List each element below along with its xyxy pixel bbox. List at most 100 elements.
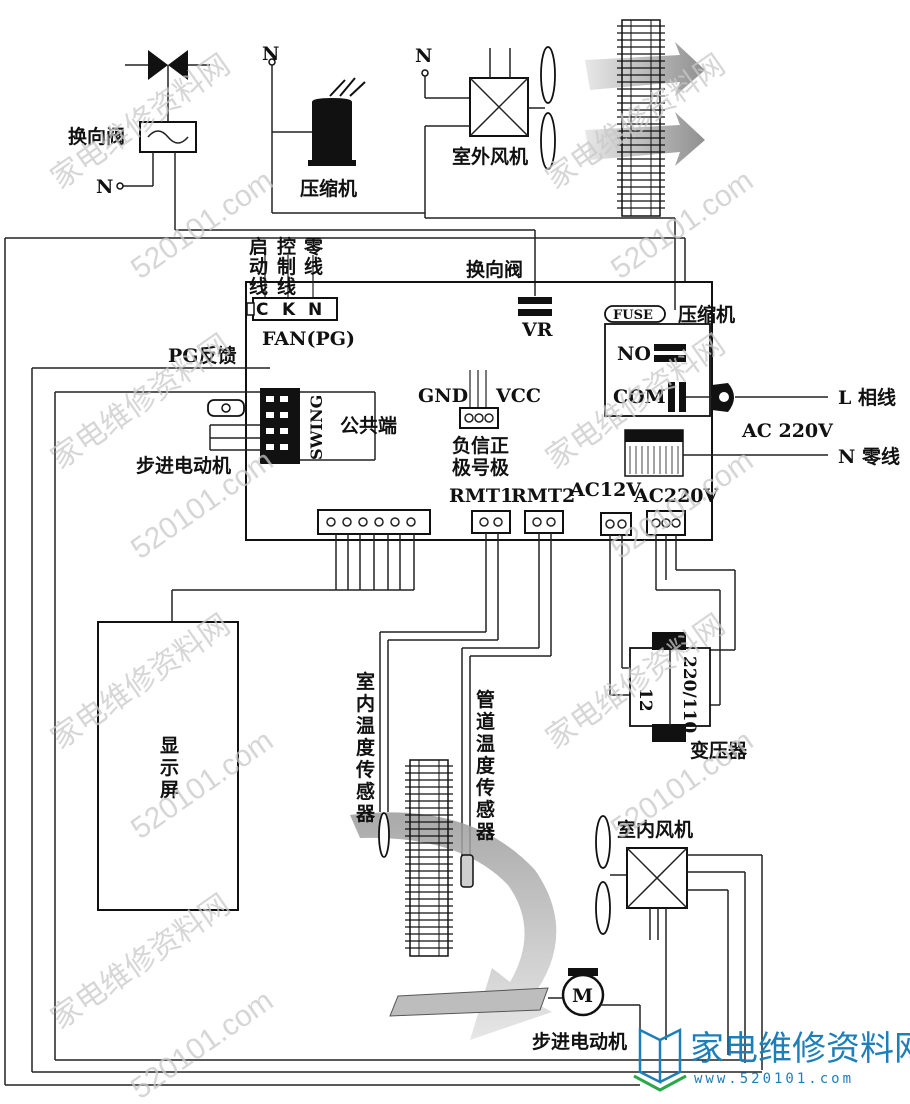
n-zero-label: N 零线: [838, 445, 900, 468]
compressor-top: [268, 58, 425, 214]
vr-label: VR: [521, 319, 553, 341]
fan-terminal-n: N: [308, 300, 322, 320]
fan-terminal-k: K: [282, 300, 296, 320]
vr-relay: [518, 297, 552, 316]
stepper-motor-bottom: [548, 968, 641, 1030]
fuse-label: FUSE: [613, 308, 653, 323]
indoor-sensor-char-7: 器: [355, 803, 376, 825]
transformer-220-label: 220/110: [679, 656, 699, 733]
watermark-url-7: 520101.com: [125, 984, 279, 1104]
indoor-evaporator-coil: [405, 759, 453, 957]
zero-wire-label-2: 线: [304, 255, 323, 278]
indoor-sensor-char-4: 度: [356, 736, 376, 759]
watermark-url-2: 520101.com: [605, 164, 759, 286]
rmt1-connector: [379, 510, 511, 812]
site-logo: 家电维修资料网 www.520101.com: [633, 1027, 910, 1092]
louver: [389, 987, 549, 1017]
motor-m-label: M: [572, 985, 593, 1007]
indoor-temp-sensor: [378, 812, 390, 858]
reversing-valve-board-label: 换向阀: [466, 258, 523, 281]
start-wire-label-2: 动: [249, 256, 268, 278]
fan-terminal-c: C: [256, 300, 268, 320]
indoor-fan: [595, 815, 763, 1070]
indoor-sensor-char-6: 感: [356, 780, 375, 803]
display-label-2: 示: [160, 757, 179, 779]
indoor-fan-label: 室内风机: [617, 818, 693, 841]
pipe-sensor-char-3: 温: [476, 733, 495, 755]
display-connector: [171, 509, 431, 622]
transformer-12-label: 12: [635, 688, 655, 712]
pipe-sensor-char-2: 道: [476, 710, 495, 733]
watermark-cn-1: 家电维修资料网: [45, 48, 236, 195]
reversing-valve-top: [116, 50, 210, 230]
common-terminal-label: 公共端: [340, 414, 397, 437]
indoor-airflow-arrow: [350, 812, 557, 1040]
compressor-relay-block: [604, 305, 718, 417]
n-terminal-right-label: N: [415, 45, 432, 67]
control-wire-label-3: 线: [277, 275, 296, 298]
neg-sig-pos-label-1: 负信正: [452, 434, 509, 457]
neg-sig-pos-label-2: 极号极: [452, 456, 510, 479]
n-terminal-mid-label: N: [262, 43, 279, 65]
watermarks: 家电维修资料网 520101.com 家电维修资料网 520101.com 家电…: [45, 48, 759, 1104]
logo-url: www.520101.com: [694, 1071, 854, 1087]
pipe-sensor-char-4: 度: [476, 754, 496, 777]
rmt2-label: RMT2: [511, 485, 575, 507]
indoor-sensor-char-1: 室: [356, 670, 375, 693]
ac-connectors: [600, 510, 736, 706]
outdoor-airflow-arrows: [585, 42, 705, 166]
control-board: [245, 281, 713, 541]
top-wiring: [4, 217, 686, 1086]
vcc-label: VCC: [495, 385, 541, 407]
zero-wire-label-1: 零: [303, 236, 324, 258]
transformer: [629, 632, 711, 742]
compressor-top-label: 压缩机: [300, 177, 357, 200]
no-contact-label: NO: [617, 343, 651, 365]
fan-pg-label: FAN(PG): [262, 328, 355, 350]
ac-220v-label: AC 220V: [741, 420, 834, 442]
n-terminal-left-label: N: [96, 176, 113, 198]
reversing-valve-label: 换向阀: [68, 125, 125, 148]
indoor-sensor-char-3: 温: [356, 715, 375, 737]
display-label-3: 屏: [160, 779, 179, 801]
indoor-sensor-char-2: 内: [356, 692, 375, 715]
outdoor-condenser-coil: [617, 19, 665, 217]
l-phase-label: L 相线: [838, 386, 896, 409]
swing-connector: [31, 367, 376, 1072]
fan-pg-connector: [246, 255, 338, 321]
pipe-sensor-char-5: 传: [475, 776, 495, 799]
pg-feedback-label: PG反馈: [168, 344, 237, 367]
compressor-board-label: 压缩机: [678, 303, 735, 326]
pipe-sensor-char-6: 感: [476, 798, 495, 821]
indoor-temp-sensor-label: 室 内 温 度 传 感 器: [355, 670, 376, 825]
outdoor-fan-label: 室外风机: [452, 145, 528, 168]
pipe-temp-sensor-label: 管 道 温 度 传 感 器: [475, 688, 496, 843]
rmt1-label: RMT1: [449, 485, 513, 507]
ac220v-label: AC220V: [633, 485, 720, 507]
transformer-label: 变压器: [690, 739, 748, 762]
stepper-motor-bottom-label: 步进电动机: [532, 1030, 627, 1053]
display-panel: [97, 621, 239, 911]
start-wire-label-3: 线: [249, 275, 268, 298]
control-wire-label-1: 控: [277, 235, 296, 258]
ac12v-label: AC12V: [569, 479, 642, 501]
gnd-label: GND: [418, 385, 468, 407]
watermark-cn-3: 家电维修资料网: [45, 328, 236, 475]
start-wire-label-1: 启: [249, 235, 268, 258]
control-wire-label-2: 制: [277, 255, 296, 278]
pipe-sensor-char-7: 器: [475, 821, 496, 843]
swing-label: SWING: [307, 395, 326, 460]
pipe-temp-sensor: [460, 854, 474, 888]
com-contact-label: COM: [613, 386, 666, 408]
stepper-motor-top-label: 步进电动机: [136, 454, 231, 477]
book-logo-icon: [633, 1027, 687, 1092]
power-terminal: [624, 383, 828, 477]
outdoor-fan: [421, 46, 556, 218]
logo-title: 家电维修资料网: [690, 1029, 910, 1069]
gnd-vcc-connector: [459, 370, 499, 429]
display-label-1: 显: [160, 735, 179, 757]
indoor-sensor-char-5: 传: [355, 758, 375, 781]
pipe-sensor-char-1: 管: [476, 688, 495, 711]
